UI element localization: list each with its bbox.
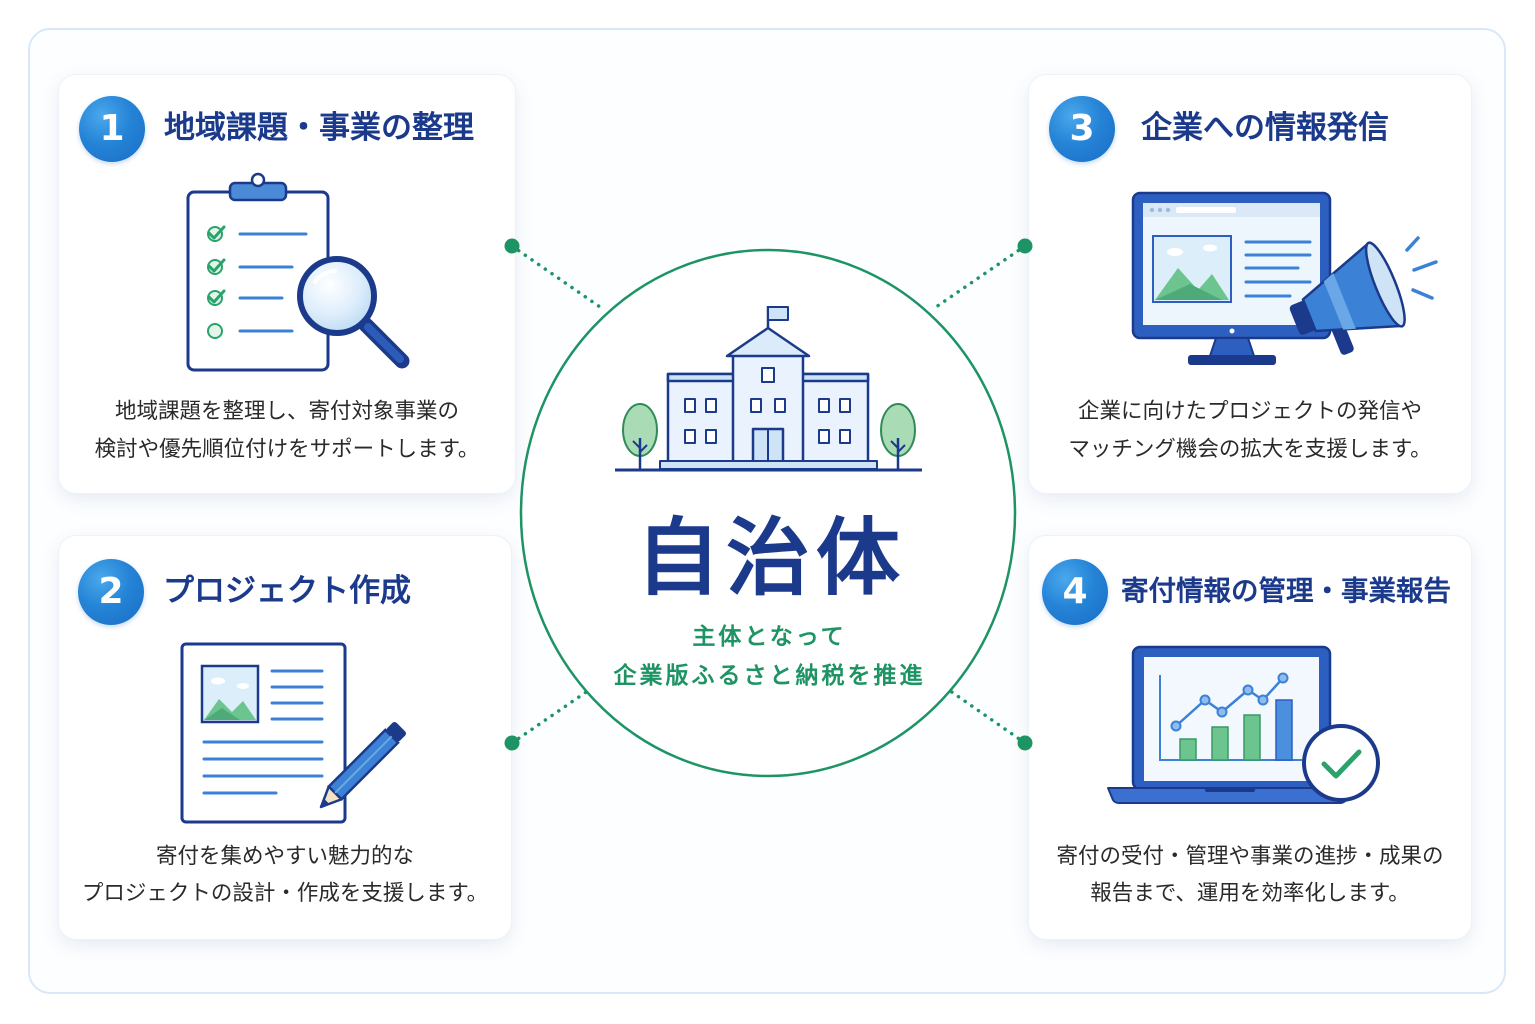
card-1-description: 地域課題を整理し、寄付対象事業の 検討や優先順位付けをサポートします。 (59, 393, 515, 469)
card-3-title: 企業への情報発信 (1141, 110, 1389, 146)
card-2-description-line: 寄付を集めやすい魅力的な (155, 844, 414, 869)
card-3-description: 企業に向けたプロジェクトの発信や マッチング機会の拡大を支援します。 (1029, 393, 1471, 469)
card-1-number: 1 (99, 108, 125, 149)
card-2-title: プロジェクト作成 (163, 573, 411, 609)
card-3-number: 3 (1069, 108, 1095, 149)
clipboard-checklist-icon (186, 172, 330, 372)
monitor-icon (1131, 191, 1332, 365)
card-1-number-badge: 1 (79, 96, 145, 162)
card-2-description: 寄付を集めやすい魅力的な プロジェクトの設計・作成を支援します。 (59, 838, 511, 912)
megaphone-icon (1289, 241, 1406, 355)
card-1-description-line: 検討や優先順位付けをサポートします。 (94, 437, 480, 462)
center-title: 自治体 (635, 509, 906, 607)
center-circle (519, 248, 1017, 778)
card-4-description-line: 報告まで、運用を効率化します。 (1090, 881, 1410, 906)
card-3-description-line: マッチング機会の拡大を支援します。 (1068, 437, 1432, 462)
connector-dot (1017, 238, 1033, 254)
card-3-description-line: 企業に向けたプロジェクトの発信や (1077, 399, 1422, 424)
check-circle-icon (1302, 724, 1380, 802)
sound-waves-icon (1405, 236, 1438, 300)
center-subtitle-line: 主体となって (692, 624, 847, 650)
card-1-description-line: 地域課題を整理し、寄付対象事業の (114, 399, 459, 424)
card-2-number: 2 (98, 571, 124, 612)
connector-card-2 (510, 686, 594, 745)
connector-card-4 (944, 686, 1027, 745)
connector-lines (510, 244, 1027, 745)
card-4-title: 寄付情報の管理・事業報告 (1121, 575, 1451, 607)
center-subtitle-line: 企業版ふるさと納税を推進 (613, 663, 926, 689)
card-4-description-line: 寄付の受付・管理や事業の進捗・成果の (1056, 844, 1444, 869)
card-1-title: 地域課題・事業の整理 (164, 110, 474, 146)
laptop-chart-icon (1107, 645, 1353, 804)
card-2-number-badge: 2 (78, 559, 144, 625)
tree-icon (880, 403, 916, 470)
card-3-number-badge: 3 (1049, 96, 1115, 162)
connector-dots (504, 238, 1033, 751)
school-building-icon (615, 306, 922, 472)
connector-card-1 (510, 244, 602, 309)
card-4-number-badge: 4 (1042, 559, 1108, 625)
pencil-icon (319, 721, 407, 809)
document-icon (180, 642, 347, 824)
connector-dot (504, 238, 520, 254)
center-subtitle: 主体となって 企業版ふるさと納税を推進 (520, 618, 1016, 696)
card-4-description: 寄付の受付・管理や事業の進捗・成果の 報告まで、運用を効率化します。 (1029, 838, 1471, 912)
card-2-description-line: プロジェクトの設計・作成を支援します。 (81, 881, 489, 906)
magnifying-glass-icon (297, 256, 410, 369)
connector-dot (1017, 735, 1033, 751)
card-4-number: 4 (1062, 571, 1088, 612)
tree-icon (622, 403, 658, 470)
connector-card-3 (934, 244, 1027, 309)
connector-dot (504, 735, 520, 751)
